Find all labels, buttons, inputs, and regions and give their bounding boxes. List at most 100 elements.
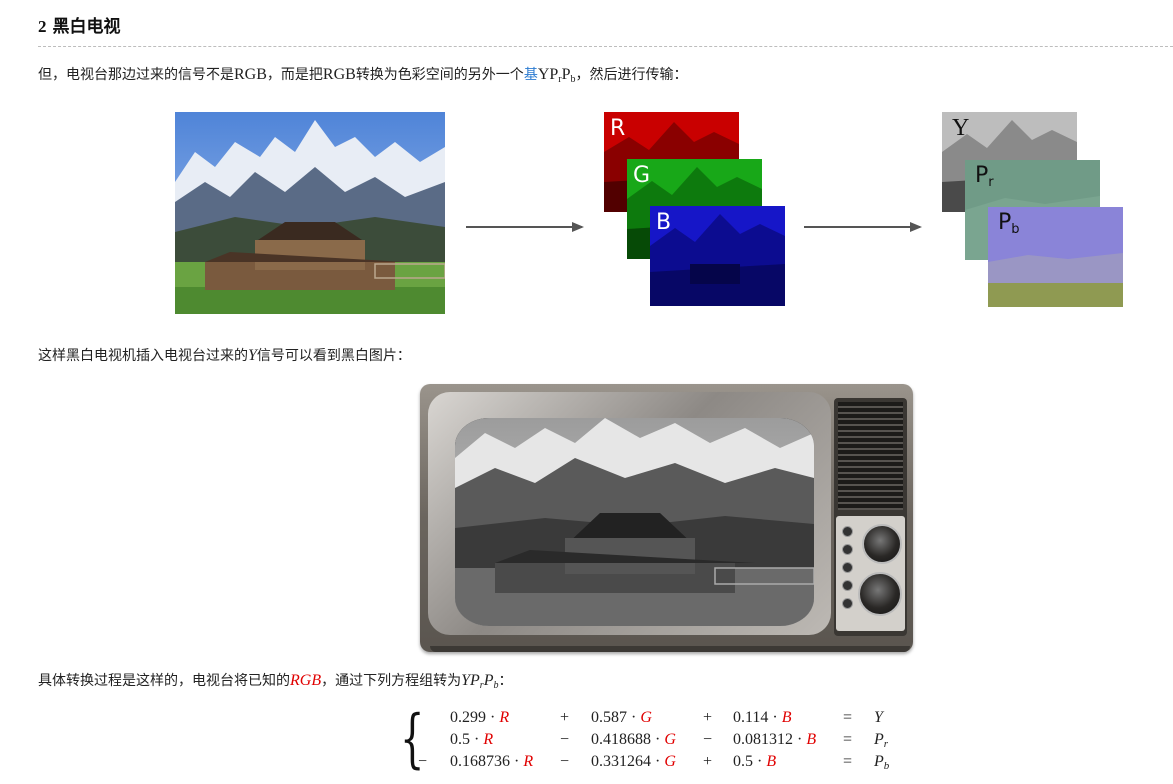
ypp-sub-b: b [493,680,499,691]
ypp-mid: P [561,66,571,83]
left-brace: { [400,702,425,776]
eq-term: 0.114 · B [733,709,792,727]
equation-row: − 0.168736 · R − 0.331264 · G + 0.5 · B … [400,753,920,775]
eq-op: + [560,709,570,726]
eq-term: 0.331264 · G [591,753,676,771]
eq-result: Pb [874,753,889,772]
eq-coef: 0.587 · [591,709,641,726]
para3-math-ypp: YPrPb [461,672,499,691]
eq-result-letter: Y [874,709,883,726]
eq-result-letter: P [874,753,884,770]
eq-var: R [499,709,510,726]
section-title: 黑白电视 [52,17,121,37]
conversion-equations: { 0.299 · R + 0.587 · G + 0.114 · B = Y … [400,702,920,780]
equation-row: 0.299 · R + 0.587 · G + 0.114 · B = Y [400,709,920,731]
channel-pb-image: Pb [988,207,1123,307]
eq-coef: 0.5 · [733,753,767,770]
para2-text-1: 这样黑白电视机插入电视台过来的 [38,348,248,364]
tv-side-panel [834,398,907,636]
para1-math-ypp: YPrPb [537,66,576,85]
para1-text-4: ，然后进行传输： [575,67,688,83]
pr-sub: r [988,175,994,190]
channel-y-label: Y [952,115,970,141]
para3-text-1: 具体转换过程是这样的，电视台将已知的 [38,673,290,689]
eq-result: Y [874,709,883,728]
eq-coef: 0.081312 · [733,731,807,748]
pb-sub: b [1011,222,1020,237]
tv-button-icon [842,580,853,591]
eq-coef: 0.299 · [450,709,500,726]
eq-op: − [560,731,570,748]
eq-coef: 0.114 · [733,709,782,726]
tv-volume-knob-icon [858,572,902,616]
eq-op: − [703,731,713,748]
para1-math-rgb-1: RGB [234,66,267,83]
section-number: 2 [38,17,47,36]
eq-coef: 0.168736 · [450,753,524,770]
pr-letter: P [975,163,989,188]
eq-var: G [664,731,676,748]
para1-math-rgb-2: RGB [322,66,356,83]
eq-coef: 0.418688 · [591,731,665,748]
eq-var: B [781,709,792,726]
eq-result-letter: P [874,731,884,748]
eq-term: 0.587 · G [591,709,652,727]
para1-text-1: 但，电视台那边过来的信号不是 [38,67,234,83]
conversion-paragraph: 具体转换过程是这样的，电视台将已知的RGB，通过下列方程组转为YPrPb： [38,671,512,696]
eq-sign: − [418,753,428,770]
pb-letter: P [998,210,1012,235]
channel-b-label: B [656,210,672,235]
para3-text-3: ： [498,673,513,689]
tv-button-icon [842,598,853,609]
para1-text-3: 转换为色彩空间的另外一个 [355,67,524,83]
tv-illustration [420,384,913,652]
eq-term: 0.418688 · G [591,731,676,749]
ypp-sub-b: b [570,74,576,85]
eq-coef: 0.5 · [450,731,484,748]
basis-link[interactable]: 基 [523,67,538,83]
section-heading: 2 黑白电视 [38,12,121,37]
eq-equals: = [843,709,853,726]
eq-op: − [560,753,570,770]
para2-math-y: Y [248,347,257,364]
tv-screen [455,418,814,626]
tv-channel-dial-icon [862,524,902,564]
eq-term: 0.5 · R [450,731,493,749]
para2-text-2: 信号可以看到黑白图片： [256,348,411,364]
eq-equals: = [843,753,853,770]
equation-row: 0.5 · R − 0.418688 · G − 0.081312 · B = … [400,731,920,753]
eq-term: 0.168736 · R [450,753,533,771]
tv-screen-bezel [428,392,831,635]
eq-var: G [640,709,652,726]
eq-term: 0.299 · R [450,709,509,727]
para1-text-2: ，而是把 [266,67,323,83]
tv-controls [836,516,905,631]
bw-tv-paragraph: 这样黑白电视机插入电视台过来的Y信号可以看到黑白图片： [38,346,411,366]
heading-divider [38,46,1173,47]
tv-button-icon [842,562,853,573]
eq-result: Pr [874,731,888,750]
eq-equals: = [843,731,853,748]
eq-term: 0.081312 · B [733,731,816,749]
arrow-to-rgb [466,222,584,232]
eq-var: B [766,753,777,770]
eq-var: R [483,731,494,748]
tv-speaker-grille [838,402,903,510]
channel-pr-label: Pr [975,163,994,190]
ypp-main: YP [537,66,559,83]
para3-text-2: ，通过下列方程组转为 [321,673,462,689]
tv-button-icon [842,526,853,537]
ypp-sub-r: r [479,680,484,691]
eq-coef: 0.331264 · [591,753,665,770]
eq-var: R [523,753,534,770]
channel-pb-label: Pb [998,210,1020,237]
eq-term: 0.5 · B [733,753,776,771]
barn-photo [175,112,445,314]
eq-result-sub: r [883,738,889,750]
eq-op: + [703,709,713,726]
channel-b-image: B [650,206,785,306]
ypp-main: YP [461,672,480,689]
para3-math-rgb: RGB [290,672,322,689]
eq-op: + [703,753,713,770]
ypp-sub-r: r [558,74,562,85]
